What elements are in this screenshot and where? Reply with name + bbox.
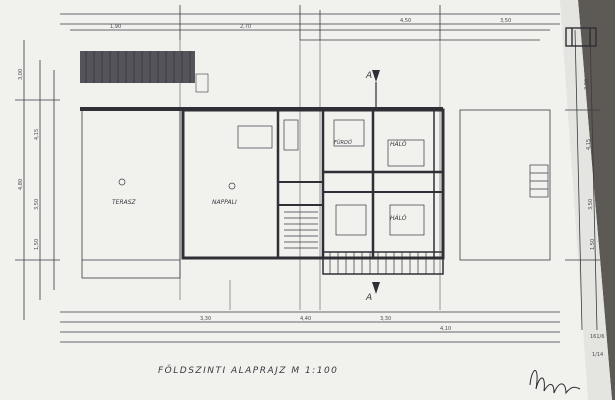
drawing-title: FÖLDSZINTI ALAPRAJZ M 1:100 <box>158 365 338 376</box>
note-1: 161/6 <box>590 334 604 340</box>
corner-mark <box>565 27 597 47</box>
dim-right-2: 4,15 <box>586 139 592 150</box>
dim-left-3: 3,50 <box>34 199 40 210</box>
dim-left-5: 4,80 <box>18 179 24 190</box>
section-mark-top: A <box>365 71 372 81</box>
dim-right-1: 3,00 <box>584 79 590 90</box>
dim-bottom-4: 4,10 <box>440 326 451 332</box>
room-label-bedroom-bottom: HÁLÓ <box>390 215 407 222</box>
garden-steps <box>529 164 549 198</box>
dim-left-4: 1,50 <box>34 239 40 250</box>
dim-bottom-2: 4,40 <box>300 316 311 322</box>
dim-left-1: 3,00 <box>18 69 24 80</box>
dim-bottom-1: 3,30 <box>200 316 211 322</box>
signature <box>529 370 581 395</box>
interior-fixtures <box>118 119 425 249</box>
room-label-bathroom: FÜRDŐ <box>334 139 352 146</box>
roof-hatch <box>80 51 209 93</box>
plan-linework <box>15 5 600 343</box>
room-label-bedroom-top: HÁLÓ <box>390 141 407 148</box>
dim-right-4: 1,50 <box>590 239 596 250</box>
building-walls <box>80 107 445 260</box>
dim-top-1: 1,90 <box>110 24 121 30</box>
paper-shadow-edge <box>560 0 612 400</box>
note-2: 1/14 <box>592 352 603 358</box>
dim-top-3: 4,50 <box>400 18 411 24</box>
dim-top-2: 2,70 <box>240 24 251 30</box>
dim-left-2: 4,15 <box>34 129 40 140</box>
room-label-living: NAPPALI <box>212 199 237 206</box>
room-label-terrace: TERASZ <box>112 199 137 206</box>
section-mark-bottom: A <box>365 293 372 303</box>
dim-right-3: 3,50 <box>588 199 594 210</box>
entrance-steps <box>322 251 444 275</box>
dim-bottom-3: 3,30 <box>380 316 391 322</box>
section-markers <box>372 70 380 294</box>
dim-top-4: 3,50 <box>500 18 511 24</box>
